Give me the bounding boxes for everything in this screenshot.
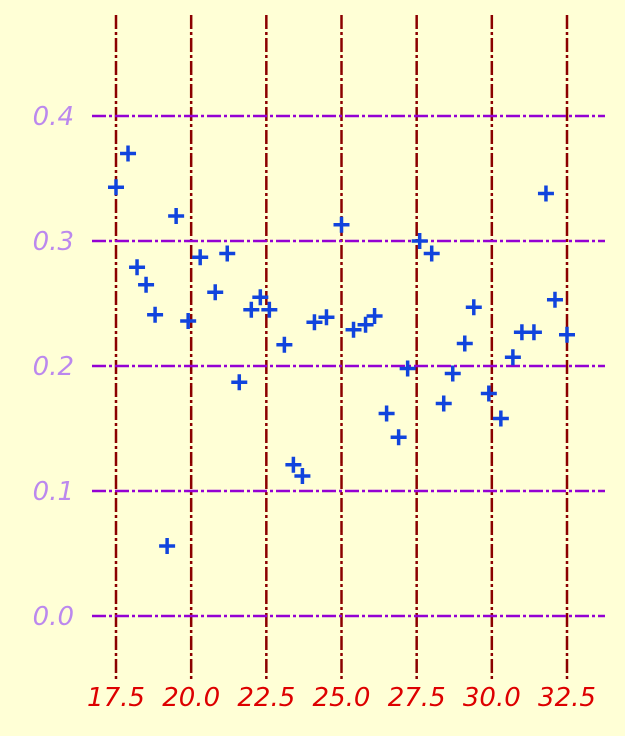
data-point-marker <box>480 385 497 402</box>
data-point-marker <box>120 145 137 162</box>
data-point-marker <box>276 336 293 353</box>
data-point-marker <box>159 538 176 554</box>
data-point-marker <box>546 291 563 308</box>
horizontal-grid-lines <box>92 114 605 618</box>
data-point-marker <box>318 309 335 326</box>
data-point-marker <box>108 179 124 196</box>
y-axis-tick-labels: 0.0 0.1 0.2 0.3 0.4 <box>33 102 74 632</box>
data-point-marker <box>378 405 395 422</box>
data-point-marker <box>261 301 278 318</box>
data-point-marker <box>147 306 164 323</box>
data-point-marker <box>333 216 350 233</box>
data-point-marker <box>345 321 362 338</box>
data-point-marker <box>129 259 146 276</box>
x-tick-label: 27.5 <box>388 683 446 713</box>
y-tick-label: 0.4 <box>33 102 74 132</box>
x-tick-label: 32.5 <box>538 683 596 713</box>
data-point-marker <box>525 324 542 341</box>
x-tick-label: 17.5 <box>87 683 145 713</box>
data-point-marker <box>504 349 521 366</box>
data-point-marker <box>243 301 260 318</box>
data-point-marker <box>435 395 452 412</box>
data-point-marker <box>357 316 374 333</box>
x-tick-label: 22.5 <box>237 683 295 713</box>
x-tick-label: 25.0 <box>313 683 371 713</box>
data-point-marker <box>456 335 473 352</box>
data-point-marker <box>252 289 269 306</box>
y-tick-label: 0.0 <box>33 602 74 632</box>
data-point-marker <box>390 429 407 446</box>
data-point-marker <box>168 208 185 224</box>
data-point-marker <box>219 245 236 262</box>
y-tick-label: 0.3 <box>33 227 74 257</box>
data-point-marker <box>306 314 323 331</box>
data-point-marker <box>180 313 197 329</box>
data-point-marker <box>192 249 209 266</box>
data-point-marker <box>559 326 575 343</box>
data-point-marker <box>138 276 155 293</box>
x-tick-label: 30.0 <box>463 683 521 713</box>
data-point-marker <box>537 185 554 202</box>
data-point-marker <box>411 233 428 249</box>
data-point-marker <box>423 245 440 262</box>
data-point-marker <box>399 360 416 377</box>
y-tick-label: 0.1 <box>33 477 74 507</box>
x-axis-tick-labels: 17.5 20.0 22.5 25.0 27.5 30.0 32.5 <box>87 683 596 713</box>
data-points <box>108 145 575 554</box>
data-point-marker <box>366 308 383 324</box>
data-point-marker <box>207 284 224 301</box>
data-point-marker <box>492 410 509 427</box>
vertical-grid-lines <box>114 15 569 680</box>
y-tick-label: 0.2 <box>33 352 74 382</box>
data-point-marker <box>444 365 461 382</box>
data-point-marker <box>285 456 302 473</box>
x-tick-label: 20.0 <box>162 683 220 713</box>
data-point-marker <box>465 299 482 316</box>
data-point-marker <box>231 374 248 391</box>
data-point-marker <box>294 468 311 484</box>
